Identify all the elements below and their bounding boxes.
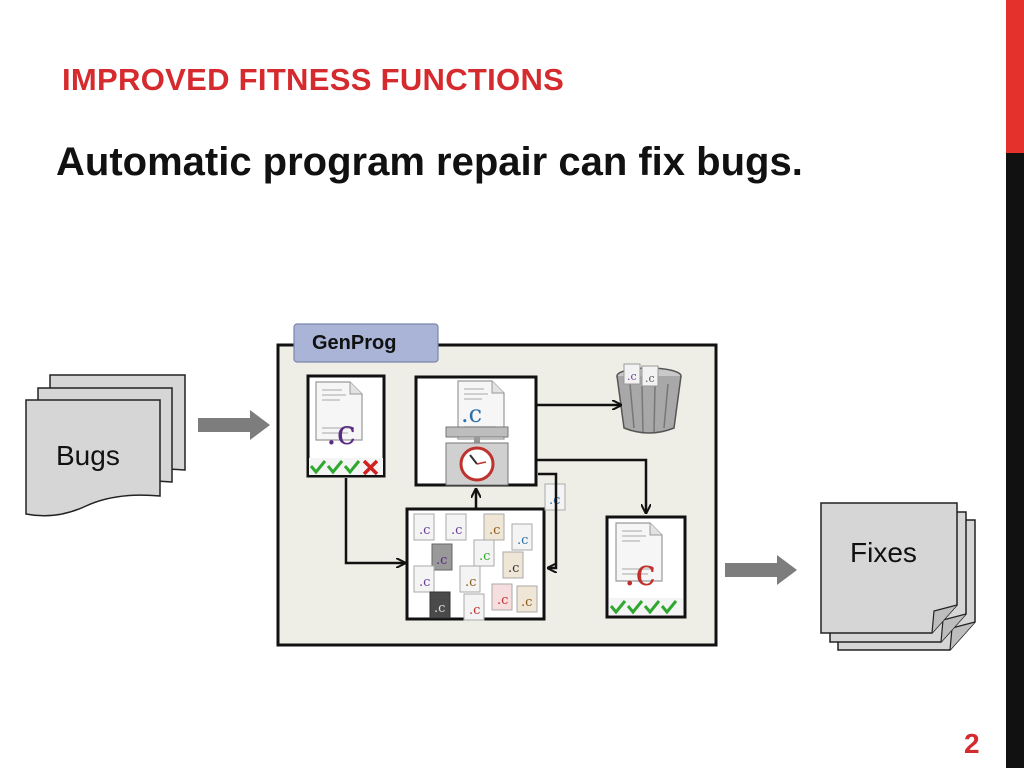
fixes-document-stack (820, 502, 976, 651)
bugs-document-stack (25, 374, 186, 517)
arrow-right-icon (198, 410, 270, 440)
check-icon (609, 600, 627, 615)
check-icon (643, 600, 661, 615)
svg-text:.c: .c (521, 595, 532, 610)
svg-text:.c: .c (645, 372, 655, 385)
variant-population: .c .c .c .c .c .c .c .c .c .c .c .c .c (405, 507, 546, 621)
arrow-right-icon (725, 555, 797, 585)
svg-text:.c: .c (489, 523, 500, 538)
check-icon (309, 460, 327, 475)
svg-text:.c: .c (436, 553, 447, 568)
svg-text:.c: .c (419, 523, 430, 538)
svg-text:.c: .c (497, 593, 508, 608)
repaired-program: .c (605, 515, 687, 619)
genprog-tab (293, 323, 439, 363)
fitness-evaluation: .c (414, 375, 538, 487)
side-bar-red (1006, 0, 1024, 153)
svg-text:.c: .c (419, 575, 430, 590)
svg-text:.c: .c (624, 553, 656, 594)
side-bar-black (1006, 153, 1024, 768)
svg-text:.c: .c (469, 603, 480, 618)
slide-title: IMPROVED FITNESS FUNCTIONS (62, 62, 565, 97)
original-program: .c (306, 374, 386, 478)
svg-text:.c: .c (461, 400, 482, 428)
cross-icon (362, 459, 379, 476)
page-number: 2 (964, 728, 980, 759)
svg-text:.c: .c (451, 523, 462, 538)
scale-icon (445, 426, 509, 486)
check-icon (660, 600, 678, 615)
genprog-label: GenProg (312, 332, 397, 354)
check-icon (326, 460, 344, 475)
svg-text:.c: .c (549, 493, 560, 508)
svg-text:.c: .c (434, 601, 445, 616)
check-icon (626, 600, 644, 615)
fixes-label: Fixes (850, 537, 917, 568)
svg-text:.c: .c (465, 575, 476, 590)
svg-text:.c: .c (326, 413, 356, 453)
svg-text:.c: .c (517, 533, 528, 548)
slide-subtitle: Automatic program repair can fix bugs. (56, 140, 803, 184)
svg-text:.c: .c (479, 549, 490, 564)
check-icon (343, 460, 361, 475)
trash-can-icon: .c .c (616, 363, 682, 434)
svg-text:.c: .c (627, 370, 637, 383)
svg-text:.c: .c (508, 561, 519, 576)
bugs-label: Bugs (56, 440, 120, 471)
flow-arrows (344, 405, 646, 568)
